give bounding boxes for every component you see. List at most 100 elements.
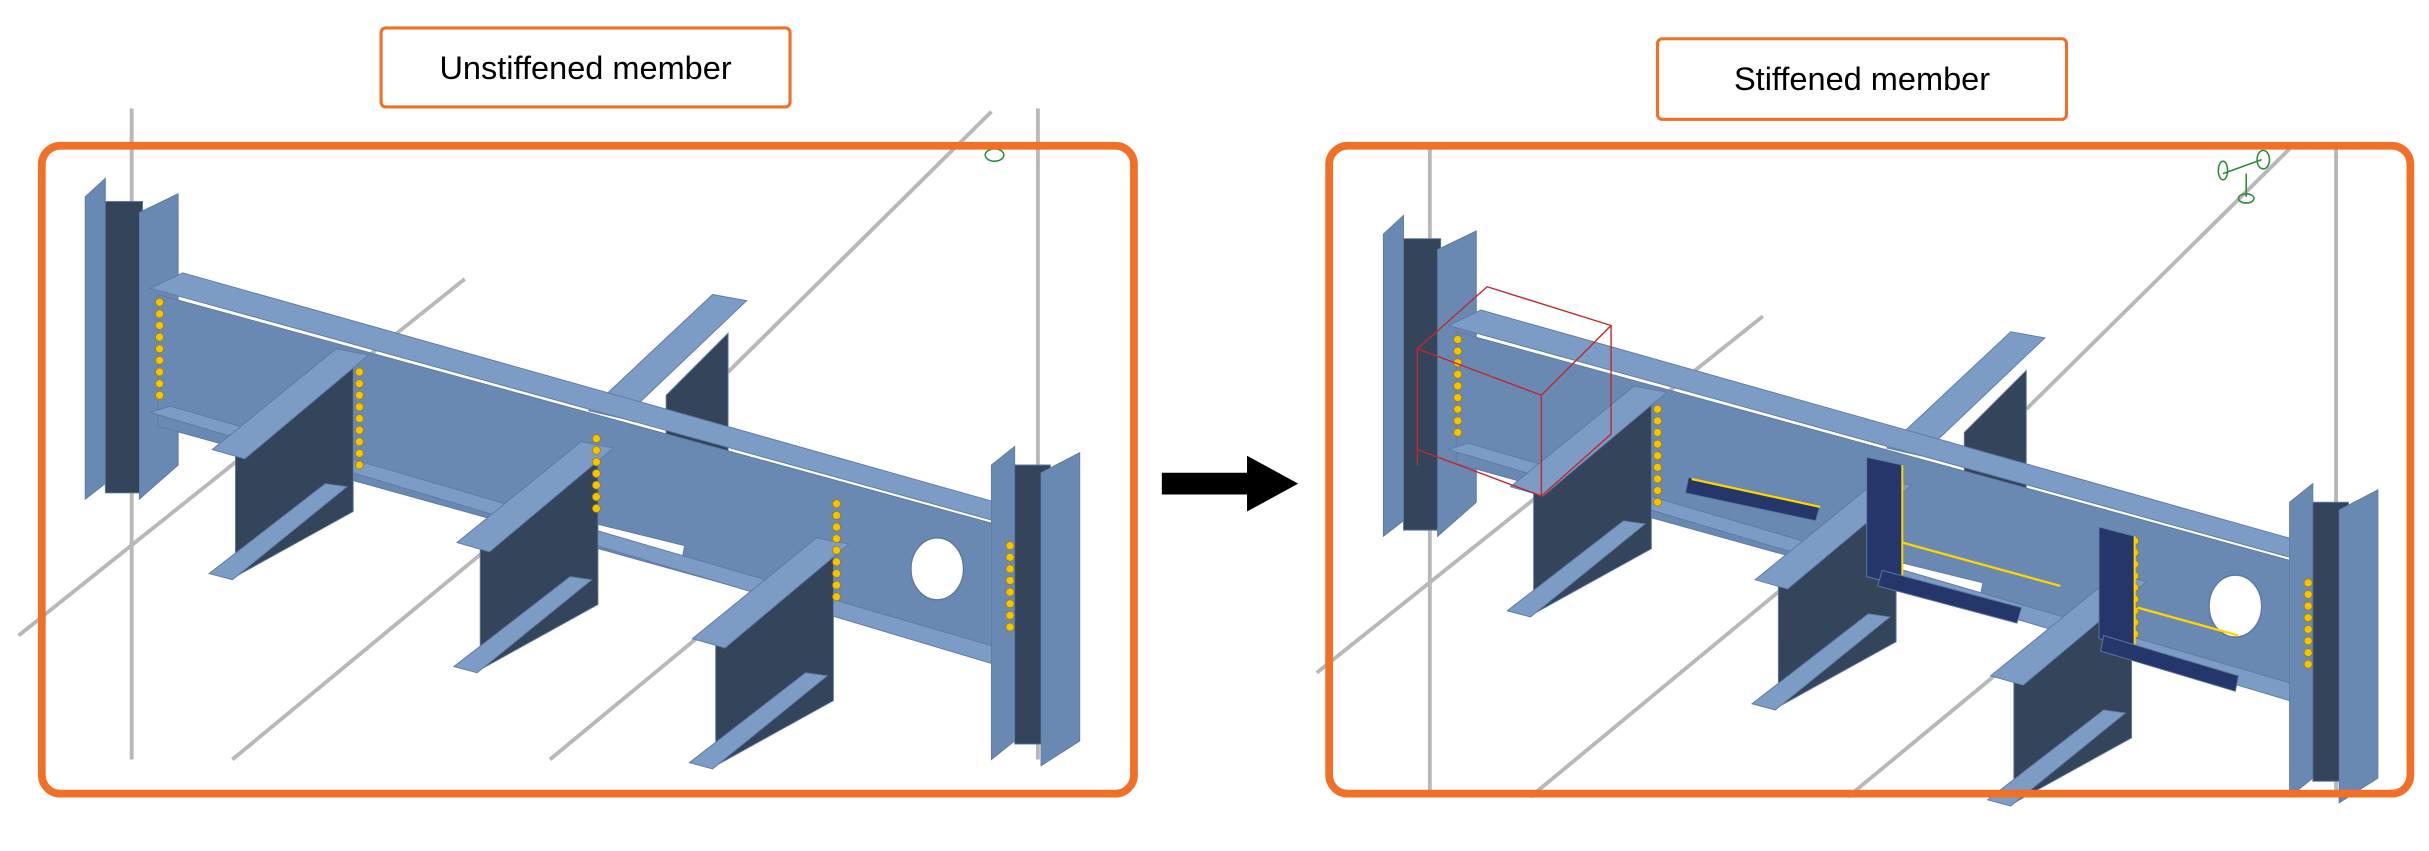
bolt xyxy=(1005,541,1015,551)
secondary-beam-top-flange xyxy=(1885,331,2046,457)
right-arrow-icon xyxy=(1161,455,1299,512)
longitudinal-stiffener xyxy=(2100,634,2239,692)
bolt xyxy=(155,379,164,389)
bolt xyxy=(354,414,364,423)
selection-box xyxy=(1416,285,1613,498)
bolt xyxy=(832,569,841,578)
secondary-beam-top-flange xyxy=(211,348,370,460)
secondary-beam-bottom-flange xyxy=(452,576,593,674)
bolt xyxy=(354,367,364,377)
gizmo-ring xyxy=(2237,192,2255,204)
stiffened-member-view xyxy=(1315,145,2379,807)
bolt xyxy=(354,390,364,400)
unstiffened-frame xyxy=(37,141,1138,798)
secondary-beam-bottom-flange xyxy=(1751,613,1892,711)
bolt xyxy=(1653,474,1662,484)
bolt xyxy=(2303,578,2313,588)
bolt xyxy=(2303,648,2313,658)
gizmo-ring xyxy=(2217,160,2229,181)
grid-line xyxy=(726,110,993,374)
bolt xyxy=(832,522,841,532)
bolt xyxy=(155,297,164,307)
stiffened-frame xyxy=(1325,141,2415,798)
bolt xyxy=(354,437,364,447)
grid-line xyxy=(2024,147,2291,411)
unstiffened-label-box: Unstiffened member xyxy=(379,26,792,109)
weld-line xyxy=(2137,606,2239,637)
bolt xyxy=(155,355,164,365)
gizmo-axis xyxy=(2222,158,2262,175)
bolt xyxy=(354,425,364,435)
longitudinal-stiffener xyxy=(1876,569,2023,624)
bolt xyxy=(354,402,364,412)
bolt xyxy=(591,504,601,513)
weld-line xyxy=(1901,541,2061,588)
secondary-beam-top-flange xyxy=(456,441,615,553)
bolt xyxy=(155,390,164,400)
bolt xyxy=(1653,451,1662,461)
axis-gizmo-icon xyxy=(2217,149,2271,204)
bolt xyxy=(1453,416,1463,426)
bolt xyxy=(832,534,841,544)
bolt xyxy=(591,445,601,455)
bolt xyxy=(832,580,841,590)
gizmo-ring xyxy=(2256,149,2271,170)
bolt xyxy=(591,480,601,490)
column-back-flange xyxy=(84,177,106,501)
bolt xyxy=(354,448,364,458)
secondary-beam-bottom-flange xyxy=(208,483,349,581)
bolt xyxy=(155,321,164,330)
bolt xyxy=(354,460,364,470)
transverse-stiffener xyxy=(2098,526,2136,649)
bolt xyxy=(1653,497,1662,507)
stiffened-label-box: Stiffened member xyxy=(1655,37,2069,121)
bolt xyxy=(832,545,841,555)
bolt xyxy=(155,367,164,377)
unstiffened-label: Unstiffened member xyxy=(439,50,731,86)
bolt xyxy=(1005,576,1015,585)
bolt xyxy=(2303,601,2313,611)
bolt xyxy=(1453,393,1463,403)
bolt xyxy=(1005,552,1015,562)
unstiffened-member-view xyxy=(17,108,1081,770)
bolt xyxy=(832,510,841,520)
bolt xyxy=(2303,590,2313,599)
bolt xyxy=(1005,587,1015,597)
column-front-flange xyxy=(1040,451,1081,767)
column-web xyxy=(1403,238,1442,531)
secondary-beam-bottom-flange xyxy=(688,672,829,770)
bolt xyxy=(591,434,601,444)
bolt xyxy=(832,592,841,602)
bolt xyxy=(1653,404,1662,414)
bolt xyxy=(1453,381,1463,391)
bolt xyxy=(1453,335,1463,344)
secondary-beam-bottom-flange xyxy=(1506,520,1647,618)
secondary-beam-top-flange xyxy=(691,537,850,649)
bolt xyxy=(1005,610,1015,620)
bolt xyxy=(1653,462,1662,472)
bolt xyxy=(2303,636,2313,646)
bolt xyxy=(155,332,164,342)
bolt xyxy=(591,492,601,502)
bolt xyxy=(1453,369,1463,379)
bolt xyxy=(1453,346,1463,356)
bolt xyxy=(1453,428,1463,437)
bolt xyxy=(591,457,601,467)
web-circular-opening xyxy=(2208,574,2263,638)
bolt xyxy=(2303,613,2313,623)
bolt xyxy=(1653,428,1662,437)
secondary-beam-bottom-flange xyxy=(1986,709,2127,807)
bolt xyxy=(1453,404,1463,414)
transverse-stiffener xyxy=(1866,456,1903,587)
bolt xyxy=(591,469,601,478)
bolt xyxy=(2303,624,2313,634)
bolt xyxy=(832,557,841,567)
column-front-flange xyxy=(2338,489,2379,804)
stiffeners xyxy=(1416,149,2271,692)
bolt xyxy=(155,344,164,354)
secondary-beam-top-flange xyxy=(587,294,748,420)
bolt xyxy=(1005,564,1015,574)
bolt xyxy=(354,379,364,389)
bolt xyxy=(1653,439,1662,449)
